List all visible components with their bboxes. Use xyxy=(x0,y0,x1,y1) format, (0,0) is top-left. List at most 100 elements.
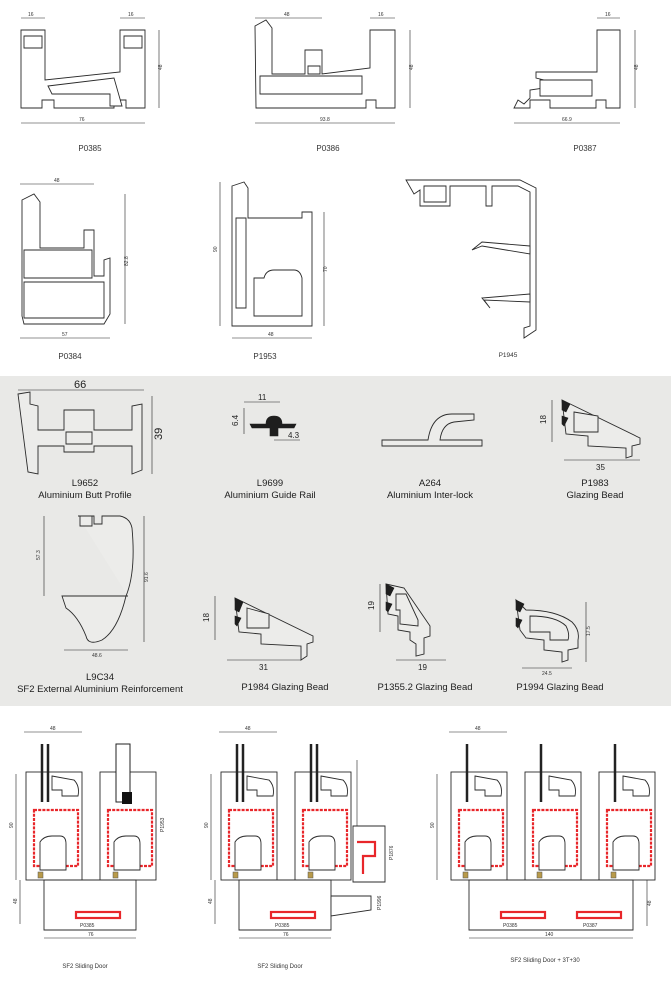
dim-p1355-height: 19 xyxy=(367,601,376,610)
profile-drawing-p1994: 17.5 24.5 xyxy=(515,598,592,677)
profile-drawing-p1945 xyxy=(405,179,537,339)
dim-p0384-top: 48 xyxy=(54,178,60,184)
dim-p1953-left: 90 xyxy=(213,246,219,252)
profile-label-p0385: P0385 xyxy=(78,144,102,153)
profile-drawing-a264 xyxy=(381,413,483,447)
sash-left xyxy=(25,744,83,881)
profile-label-p0387: P0387 xyxy=(573,144,597,153)
dim-asm1-lower: 48 xyxy=(13,898,19,904)
dim-p1994-width: 24.5 xyxy=(542,671,552,677)
dim-l9699-height: 6.4 xyxy=(231,414,240,426)
profile-name-p1983: Glazing Bead xyxy=(566,490,624,501)
dim-asm2-left: 90 xyxy=(204,822,210,828)
dim-asm2-top: 48 xyxy=(245,726,251,732)
dim-asm2-lower: 48 xyxy=(208,898,214,904)
dim-asm1-bottom: 76 xyxy=(88,932,94,938)
dim-p0385-total: 76 xyxy=(79,117,85,123)
profile-label-p0386: P0386 xyxy=(316,144,340,153)
sash-right xyxy=(294,744,352,881)
dim-asm3-left: 90 xyxy=(430,822,436,828)
dim-l9699-foot: 4.3 xyxy=(288,431,300,440)
profile-drawing-p0385: 16 16 48 76 xyxy=(20,12,164,124)
profile-label-l9699: L9699 Aluminium Guide Rail xyxy=(205,478,335,502)
assembly-drawing-3: 48 90 P0385 P0387 48 140 xyxy=(430,726,656,939)
dim-l9c34-width: 48.6 xyxy=(92,653,102,659)
assembly-caption-2: SF2 Sliding Door xyxy=(257,964,303,970)
profile-drawing-l9c34: 57.3 91.6 48.6 xyxy=(36,515,150,659)
dim-p1994-height: 17.5 xyxy=(586,626,592,636)
profile-label-p1355: P1355.2 Glazing Bead xyxy=(377,682,473,693)
dim-l9699-width: 11 xyxy=(258,393,267,402)
dim-p1984-height: 18 xyxy=(202,613,211,622)
sash-3 xyxy=(598,744,656,881)
profile-code-l9699: L9699 xyxy=(256,478,284,489)
profile-drawing-l9699: 11 6.4 4.3 xyxy=(231,393,300,441)
profile-name-a264: Aluminium Inter-lock xyxy=(386,490,474,501)
profile-label-p1994: P1994 Glazing Bead xyxy=(516,682,604,693)
dim-asm2-bottom: 76 xyxy=(283,932,289,938)
dim-p0385-height: 48 xyxy=(158,64,164,70)
profile-name-l9699: Aluminium Guide Rail xyxy=(224,490,316,501)
assembly-drawing-2: 48 90 48 P0385 P1876 P1996 76 xyxy=(204,726,395,939)
dim-l9652-height: 39 xyxy=(153,428,165,440)
dim-p1983-height: 18 xyxy=(539,415,548,424)
dim-l9652-width: 66 xyxy=(74,379,86,391)
asm1-base-label: P0385 xyxy=(80,923,95,929)
dim-p0384-total: 57 xyxy=(62,332,68,338)
asm3-base-right-label: P0387 xyxy=(583,923,598,929)
profile-drawing-p0387: 16 48 66.9 xyxy=(513,12,640,124)
profile-label-a264: A264 Aluminium Inter-lock xyxy=(365,478,495,502)
profile-name-l9c34: SF2 External Aluminium Reinforcement xyxy=(17,684,183,695)
asm1-side-label: P1953 xyxy=(160,817,166,832)
dim-p0386-height: 48 xyxy=(409,64,415,70)
assembly-caption-3: SF2 Sliding Door + 3T+30 xyxy=(510,958,580,964)
profile-code-l9652: L9652 xyxy=(71,478,99,489)
dim-p1953-total: 48 xyxy=(268,332,274,338)
profile-label-l9c34: L9C34 SF2 External Aluminium Reinforceme… xyxy=(0,672,200,696)
dim-p1355-width: 19 xyxy=(418,663,427,672)
dim-p1953-right: 70 xyxy=(323,266,329,272)
profile-label-p1983: P1983 Glazing Bead xyxy=(545,478,645,502)
profile-label-p1953: P1953 xyxy=(253,352,277,361)
profile-drawing-p0384: 48 82.8 57 xyxy=(20,178,130,339)
asm3-base-left-label: P0385 xyxy=(503,923,518,929)
dim-p0387-height: 48 xyxy=(634,64,640,70)
profile-code-a264: A264 xyxy=(418,478,442,489)
assembly-drawing-1: 48 90 48 P0385 P1953 76 xyxy=(9,726,166,939)
profile-label-p1945: P1945 xyxy=(498,352,518,359)
dim-p0386-right: 16 xyxy=(378,12,384,18)
dim-asm3-top: 48 xyxy=(475,726,481,732)
asm2-side-lower-label: P1996 xyxy=(377,895,383,910)
dim-asm3-right: 48 xyxy=(647,900,653,906)
asm2-base-label: P0385 xyxy=(275,923,290,929)
profile-label-l9652: L9652 Aluminium Butt Profile xyxy=(15,478,155,502)
profile-drawing-l9652: 66 39 xyxy=(17,379,165,475)
dim-p0386-total: 93.8 xyxy=(320,117,330,123)
dim-l9c34-top: 57.3 xyxy=(36,550,42,560)
dim-asm1-top: 48 xyxy=(50,726,56,732)
dim-p0385-right: 16 xyxy=(128,12,134,18)
profile-label-p0384: P0384 xyxy=(58,352,82,361)
dim-p0386-left: 48 xyxy=(284,12,290,18)
assembly-caption-1: SF2 Sliding Door xyxy=(62,964,108,970)
profile-name-l9652: Aluminium Butt Profile xyxy=(38,490,132,501)
profile-drawing-p1984: 18 31 xyxy=(202,596,314,672)
sash-left xyxy=(220,744,278,881)
dim-p1983-width: 35 xyxy=(596,463,605,472)
sash-1 xyxy=(450,744,508,881)
dim-l9c34-total: 91.6 xyxy=(144,572,150,582)
sash-2 xyxy=(524,744,582,881)
dim-p0384-height: 82.8 xyxy=(124,256,130,266)
profile-code-p1983: P1983 xyxy=(581,478,609,489)
profile-drawing-p1953: 90 70 48 xyxy=(213,181,329,339)
sash-right xyxy=(99,743,157,881)
asm2-side-upper-label: P1876 xyxy=(389,845,395,860)
profile-code-l9c34: L9C34 xyxy=(86,672,114,683)
dim-asm1-left: 90 xyxy=(9,822,15,828)
profile-drawing-p1355: 19 19 xyxy=(367,583,446,672)
dim-p0387-right: 16 xyxy=(605,12,611,18)
profile-label-p1984: P1984 Glazing Bead xyxy=(241,682,329,693)
dim-p1984-width: 31 xyxy=(259,663,268,672)
profile-drawing-p0386: 48 16 48 93.8 xyxy=(254,12,415,124)
dim-p0387-total: 66.9 xyxy=(562,117,572,123)
